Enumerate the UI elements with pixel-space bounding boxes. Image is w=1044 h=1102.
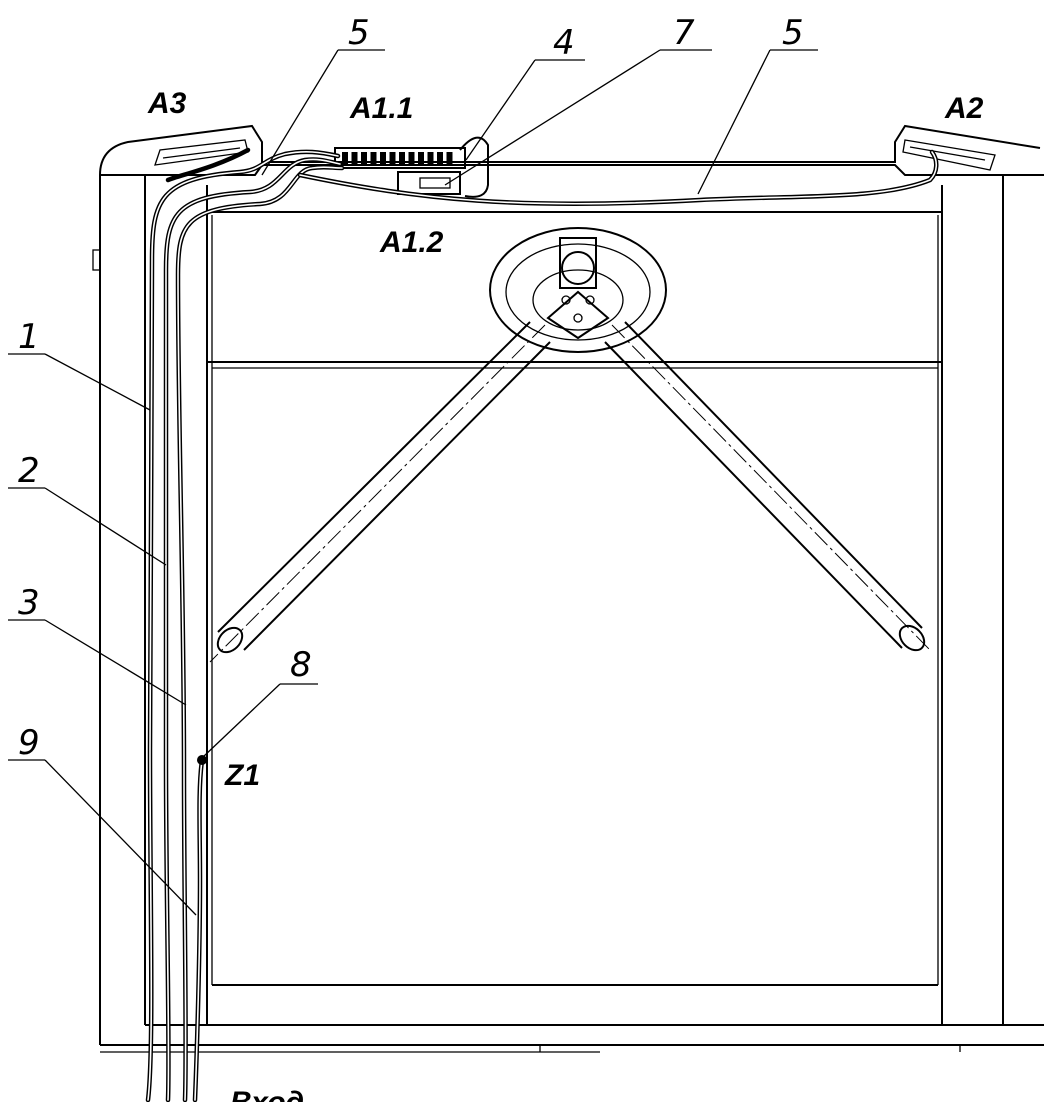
board-pin [446,152,453,164]
module-a1-2 [397,136,489,198]
terminal-z1-point [197,755,207,765]
callout-numbers: 1 2 3 4 5 5 7 8 9 [18,13,804,763]
label-a2: A2 [944,92,984,125]
label-a1-1: A1.1 [349,92,413,125]
board-pin [361,152,367,164]
board-pin [370,152,377,164]
board-pin [380,152,386,164]
board-pin [408,152,415,164]
callout-5-left: 5 [348,13,370,53]
board-pin [437,152,443,164]
label-a1-2: A1.2 [379,226,444,259]
callout-9: 9 [18,723,40,763]
board-pin [418,152,424,164]
label-z1: Z1 [224,759,260,792]
reader-a3-shape [154,139,249,166]
barrier-arm-right [604,321,931,652]
callout-7: 7 [673,13,695,53]
callout-8: 8 [290,645,312,685]
label-a3: A3 [147,87,187,120]
entry-label: Вход [230,1086,304,1102]
cables [145,147,939,1102]
turnstile-hub [489,227,667,353]
board-pin [351,152,358,164]
board-a1-1 [334,147,466,169]
turnstile-housing [92,124,1044,1053]
board-pin [389,152,396,164]
reader-a2-shape [902,139,996,171]
leader-lines [8,49,818,916]
barrier-arm-left [209,321,551,663]
board-pin [399,152,405,164]
callout-2: 2 [18,451,40,491]
board-pin [342,152,348,164]
callout-3: 3 [18,583,40,623]
component-labels: A3 A1.1 A1.2 A2 Z1 [147,87,984,792]
callout-5-right: 5 [782,13,804,53]
callout-4: 4 [553,23,575,63]
board-pin [427,152,434,164]
callout-1: 1 [18,317,40,357]
